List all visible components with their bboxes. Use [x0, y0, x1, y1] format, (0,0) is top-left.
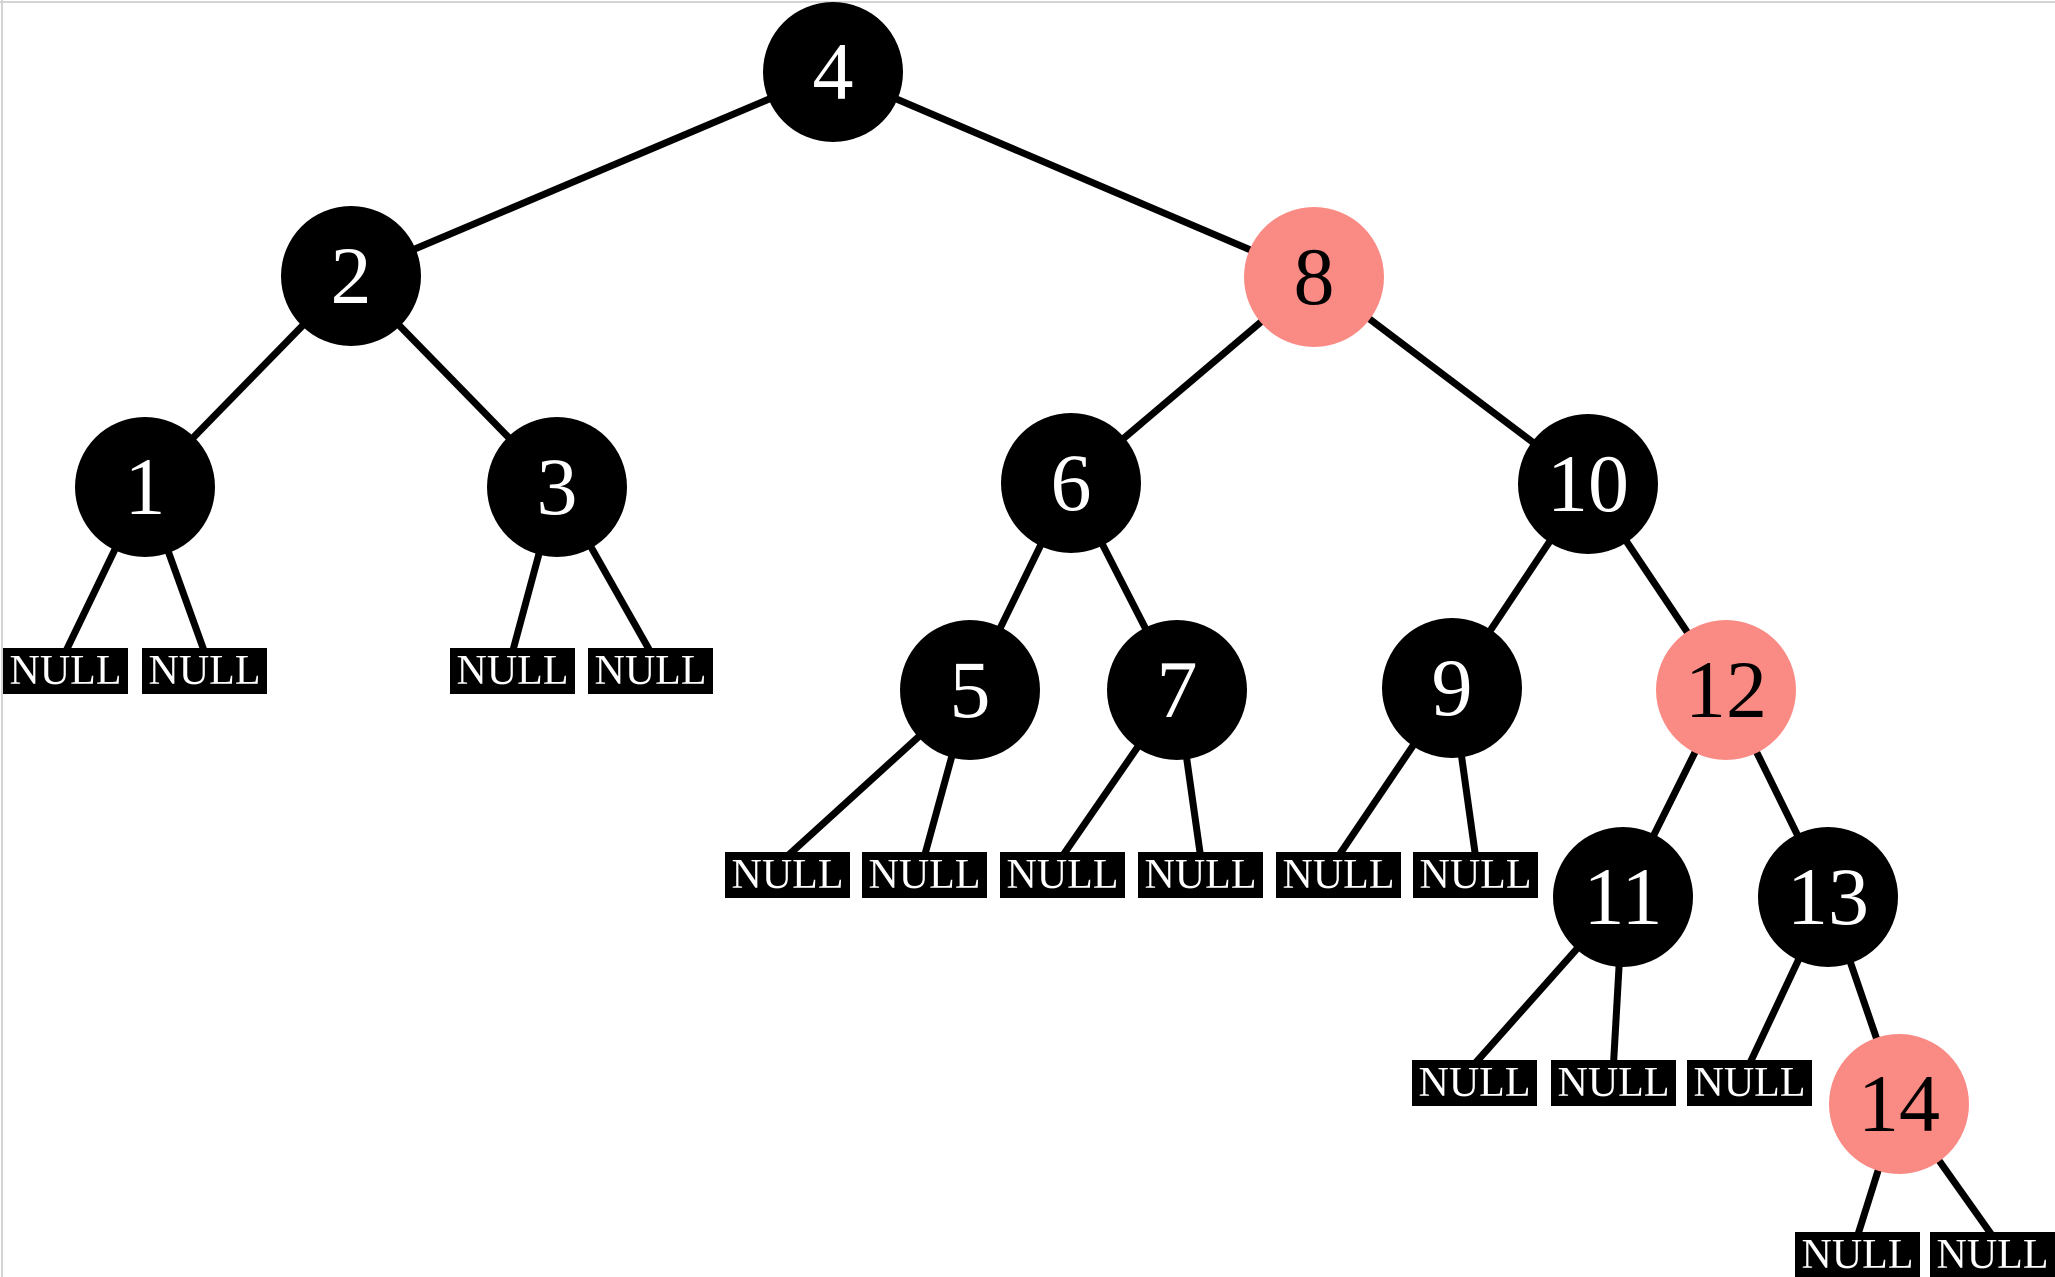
- tree-node-label: 14: [1858, 1058, 1940, 1149]
- null-leaf-label: NULL: [1282, 852, 1395, 898]
- null-leaf-n1: NULL: [3, 648, 128, 694]
- tree-node-11: 11: [1553, 827, 1693, 967]
- edge-4-8: [831, 68, 1316, 281]
- null-leaf-label: NULL: [868, 852, 981, 898]
- null-leaf-n9: NULL: [1276, 852, 1401, 898]
- null-leaf-label: NULL: [731, 852, 844, 898]
- tree-node-4: 4: [763, 2, 903, 142]
- tree-node-3: 3: [487, 417, 627, 557]
- tree-node-label: 8: [1293, 231, 1335, 322]
- null-leaf-label: NULL: [148, 648, 261, 694]
- tree-node-label: 5: [949, 644, 991, 735]
- null-leaf-label: NULL: [9, 648, 122, 694]
- null-leaf-n2: NULL: [142, 648, 267, 694]
- tree-node-label: 4: [812, 26, 854, 117]
- tree-node-5: 5: [900, 620, 1040, 760]
- tree-node-2: 2: [281, 206, 421, 346]
- null-leaf-n4: NULL: [588, 648, 713, 694]
- null-leaf-n11: NULL: [1412, 1060, 1537, 1106]
- tree-node-label: 1: [124, 441, 166, 532]
- null-leaf-n15: NULL: [1930, 1232, 2055, 1277]
- null-leaf-label: NULL: [594, 648, 707, 694]
- null-leaf-label: NULL: [1557, 1060, 1670, 1106]
- edge-4-2: [349, 68, 835, 280]
- null-leaf-label: NULL: [1418, 1060, 1531, 1106]
- tree-node-13: 13: [1758, 827, 1898, 967]
- tree-node-6: 6: [1001, 413, 1141, 553]
- null-leaf-label: NULL: [1006, 852, 1119, 898]
- null-leaf-n7: NULL: [1000, 852, 1125, 898]
- null-leaf-n13: NULL: [1687, 1060, 1812, 1106]
- null-leaf-label: NULL: [1936, 1232, 2049, 1277]
- tree-node-label: 2: [330, 230, 372, 321]
- null-leaf-label: NULL: [1693, 1060, 1806, 1106]
- tree-node-7: 7: [1107, 620, 1247, 760]
- tree-node-label: 11: [1583, 851, 1663, 942]
- frame-border-left: [1, 0, 3, 1277]
- null-leaf-n12: NULL: [1551, 1060, 1676, 1106]
- null-leaf-label: NULL: [1144, 852, 1257, 898]
- tree-node-1: 1: [75, 417, 215, 557]
- tree-node-label: 3: [536, 441, 578, 532]
- tree-node-label: 12: [1685, 644, 1767, 735]
- tree-node-label: 7: [1156, 644, 1198, 735]
- tree-node-10: 10: [1518, 414, 1658, 554]
- null-leaf-n6: NULL: [862, 852, 987, 898]
- frame-border-top: [0, 1, 2055, 3]
- tree-node-label: 13: [1787, 851, 1869, 942]
- tree-node-9: 9: [1382, 618, 1522, 758]
- null-leaf-n10: NULL: [1413, 852, 1538, 898]
- tree-node-label: 9: [1431, 642, 1473, 733]
- null-leaf-n3: NULL: [450, 648, 575, 694]
- null-leaf-n8: NULL: [1138, 852, 1263, 898]
- tree-node-label: 10: [1547, 438, 1629, 529]
- tree-node-8: 8: [1244, 207, 1384, 347]
- null-leaf-label: NULL: [456, 648, 569, 694]
- null-leaf-label: NULL: [1801, 1232, 1914, 1277]
- tree-node-14: 14: [1829, 1034, 1969, 1174]
- null-leaf-n5: NULL: [725, 852, 850, 898]
- tree-node-label: 6: [1050, 437, 1092, 528]
- null-leaf-label: NULL: [1419, 852, 1532, 898]
- null-leaf-n14: NULL: [1795, 1232, 1920, 1277]
- tree-node-12: 12: [1656, 620, 1796, 760]
